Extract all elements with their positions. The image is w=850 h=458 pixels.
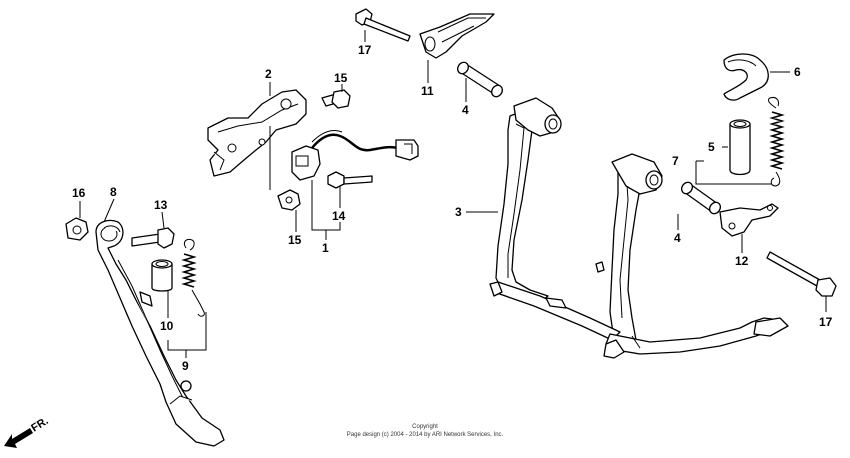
bracket-11[interactable]	[419, 13, 495, 59]
label-14: 14	[332, 209, 346, 223]
label-17-top: 17	[358, 43, 372, 57]
bolt-17-right[interactable]	[766, 251, 837, 297]
collar-10[interactable]	[151, 259, 173, 292]
label-8: 8	[110, 185, 117, 199]
part-labels: 17 11 2 15 4 6 5 7 3 4 12 17 14 15 1 16 …	[72, 43, 833, 373]
bolt-17-top[interactable]	[355, 8, 411, 42]
collar-4-upper[interactable]	[455, 60, 504, 99]
label-10: 10	[160, 319, 174, 333]
bolt-13[interactable]	[131, 227, 175, 249]
spring-7[interactable]	[767, 97, 785, 187]
label-9: 9	[182, 359, 189, 373]
label-7: 7	[672, 154, 679, 168]
front-arrow-icon	[4, 428, 33, 448]
nut-16[interactable]	[65, 217, 89, 241]
label-15-upper: 15	[334, 71, 348, 85]
label-13: 13	[154, 198, 168, 212]
side-stand-8[interactable]	[95, 219, 225, 447]
label-15-lower: 15	[288, 233, 302, 247]
leader-lines	[79, 30, 827, 358]
bracket-12[interactable]	[719, 203, 779, 237]
label-4-lower: 4	[674, 231, 681, 245]
label-4-upper: 4	[462, 103, 469, 117]
collar-5[interactable]	[729, 119, 751, 176]
label-6: 6	[794, 65, 801, 79]
bolt-15-upper[interactable]	[321, 89, 351, 109]
switch-harness-14[interactable]	[291, 129, 419, 181]
label-2: 2	[265, 67, 272, 81]
label-5: 5	[708, 140, 715, 154]
label-12: 12	[735, 254, 749, 268]
hook-6[interactable]	[723, 53, 769, 101]
bolt-15-lower[interactable]	[277, 189, 301, 211]
copyright-line-1: Copyright	[412, 424, 438, 430]
copyright-line-2: Page design (c) 2004 - 2014 by ARI Netwo…	[347, 432, 504, 438]
copyright-notice: Copyright Page design (c) 2004 - 2014 by…	[347, 424, 504, 438]
front-direction-label: FR.	[29, 415, 50, 435]
label-17-right: 17	[819, 315, 833, 329]
label-1: 1	[322, 241, 329, 255]
front-direction-indicator: FR.	[4, 415, 51, 448]
spring-9[interactable]	[181, 239, 205, 317]
label-3: 3	[455, 205, 462, 219]
bolt-14[interactable]	[327, 171, 373, 189]
label-11: 11	[421, 84, 434, 98]
collar-4-lower[interactable]	[679, 180, 722, 216]
main-stand-3[interactable]	[489, 97, 789, 359]
label-16: 16	[72, 186, 86, 200]
bracket-plate-2[interactable]	[207, 89, 307, 177]
